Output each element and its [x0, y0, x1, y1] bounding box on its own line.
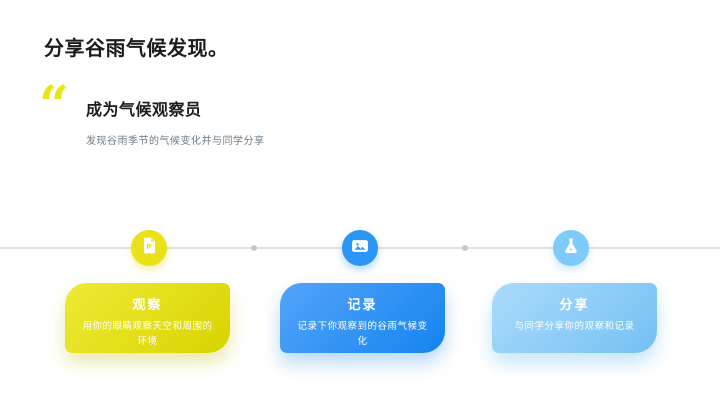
card-title: 分享	[559, 297, 590, 312]
step-circle-observe: P	[131, 230, 167, 266]
step-circle-record	[342, 230, 378, 266]
svg-text:P: P	[146, 243, 151, 251]
step-card-record: 记录 记录下你观察到的谷雨气候变化	[280, 283, 445, 353]
step-circle-share	[553, 230, 589, 266]
card-title: 观察	[132, 297, 163, 312]
card-title: 记录	[347, 297, 378, 312]
flask-icon	[561, 236, 581, 261]
card-description: 记录下你观察到的谷雨气候变化	[297, 321, 428, 347]
document-icon: P	[140, 236, 159, 260]
step-card-share: 分享 与同学分享你的观察和记录	[492, 283, 657, 353]
step-card-observe: 观察 用你的眼睛观察天空和周围的环境	[65, 283, 230, 353]
quote-icon: “	[39, 75, 69, 136]
section-heading: 成为气候观察员	[86, 102, 202, 119]
image-icon	[350, 236, 370, 261]
timeline-dot	[462, 245, 468, 251]
page-title: 分享谷雨气候发现。	[44, 38, 229, 60]
card-description: 与同学分享你的观察和记录	[514, 321, 635, 332]
timeline-dot	[251, 245, 257, 251]
section-subtitle: 发现谷雨季节的气候变化并与同学分享	[86, 136, 265, 147]
card-description: 用你的眼睛观察天空和周围的环境	[82, 321, 213, 347]
